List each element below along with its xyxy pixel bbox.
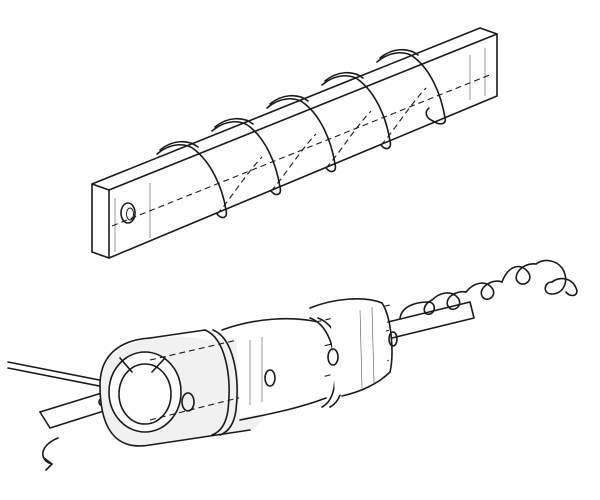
core-segment-1	[42, 304, 391, 471]
core-segment-3	[309, 298, 398, 397]
core-assembly	[7, 259, 578, 471]
wound-flat-bar	[91, 27, 498, 259]
wire-helix	[156, 48, 447, 219]
rotation-arrow-icon	[42, 437, 59, 465]
bolt-hole-icon	[120, 202, 136, 224]
coil-spring	[399, 259, 578, 319]
flat-bar	[91, 27, 498, 259]
core-segment-2	[221, 317, 344, 421]
